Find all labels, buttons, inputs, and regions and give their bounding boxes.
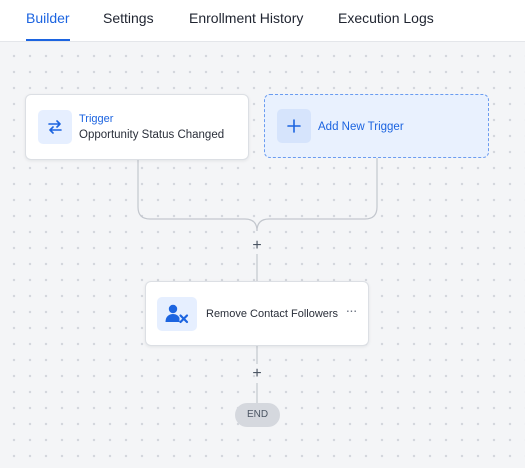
add-step-button-after-action[interactable]: + <box>252 365 262 382</box>
action-card-remove-contact-followers[interactable]: Remove Contact Followers ··· <box>145 281 369 346</box>
tab-settings[interactable]: Settings <box>103 10 154 26</box>
trigger-title: Trigger <box>79 113 114 125</box>
tab-execution-logs[interactable]: Execution Logs <box>338 10 434 26</box>
trigger-card[interactable]: Trigger Opportunity Status Changed <box>25 94 249 160</box>
plus-icon <box>277 109 311 143</box>
tab-bar: Builder Settings Enrollment History Exec… <box>0 0 525 42</box>
active-tab-indicator <box>26 39 70 41</box>
swap-arrows-icon <box>38 110 72 144</box>
add-step-button[interactable]: + <box>252 237 262 254</box>
tab-enrollment-history[interactable]: Enrollment History <box>189 10 304 26</box>
add-new-trigger-label: Add New Trigger <box>318 121 404 133</box>
add-new-trigger-button[interactable]: Add New Trigger <box>264 94 489 158</box>
more-options-icon[interactable]: ··· <box>345 302 358 318</box>
tab-builder[interactable]: Builder <box>26 10 70 26</box>
trigger-name: Opportunity Status Changed <box>79 129 225 141</box>
action-label: Remove Contact Followers <box>206 308 339 320</box>
remove-user-icon <box>157 297 197 331</box>
end-node: END <box>235 403 280 427</box>
